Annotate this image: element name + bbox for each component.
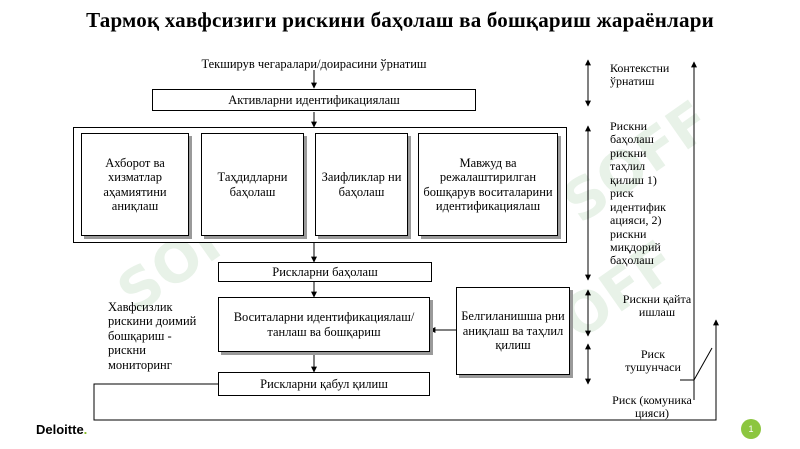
asset-identification-box: Активларни идентификациялаш xyxy=(152,89,476,111)
page-badge-icon: 1 xyxy=(741,419,761,439)
side-label-acceptance: Риск тушунчаси xyxy=(625,347,681,375)
slide-title: Тармоқ хавфсизиги рискини баҳолаш ва бош… xyxy=(86,8,714,32)
side-label-context: Контекстни ўрнатиш xyxy=(610,61,670,89)
risk-acceptance-box: Рискларни қабул қилиш xyxy=(218,372,430,396)
control-selection-box: Воситаларни идентификациялаш/танлаш ва б… xyxy=(218,297,430,352)
assessment-box-asset-value: Ахборот ва хизматлар аҳамиятини аниқлаш xyxy=(81,133,189,236)
assessment-box-existing-controls: Мавжуд ва режалаштирилган бошқарув восит… xyxy=(418,133,558,236)
communication-branch xyxy=(680,347,713,381)
deloitte-logo: Deloitte. xyxy=(36,422,88,437)
side-label-treatment: Рискни қайта ишлаш xyxy=(622,292,692,320)
assessment-box-threats: Таҳдидларни баҳолаш xyxy=(201,133,304,236)
assessment-box-vulnerabilities: Заифликлар ни баҳолаш xyxy=(315,133,408,236)
feedback-loop-line xyxy=(93,320,717,421)
risk-evaluation-box: Рискларни баҳолаш xyxy=(218,262,432,282)
context-setting-text: Текширув чегаралари/доирасини ўрнатиш xyxy=(201,57,427,71)
residual-analysis-box: Белгиланишша рни аниқлаш ва таҳлил қилиш xyxy=(456,287,570,375)
side-label-assessment: Рискни баҳолаш рискни таҳлил қилиш 1) ри… xyxy=(610,119,666,268)
monitoring-label: Хавфсизлик рискини доимий бошқариш - рис… xyxy=(108,300,197,372)
side-label-communication: Риск (комуника цияси) xyxy=(612,393,692,421)
